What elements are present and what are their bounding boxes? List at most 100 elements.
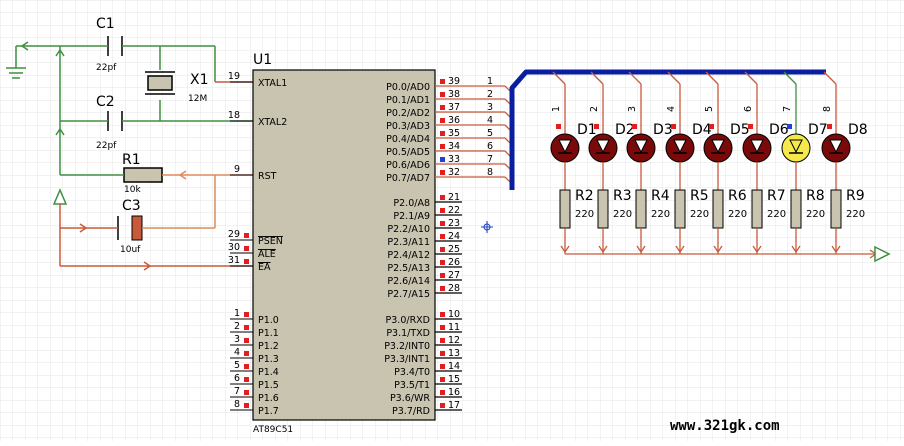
mcu-chip[interactable]: U1 AT89C51 19XTAL118XTAL29RST29PSEN30ALE… — [228, 52, 462, 435]
cursor-crosshair-icon — [481, 221, 493, 233]
r1-ref: R1 — [122, 152, 141, 168]
led-ref-label: D8 — [848, 122, 868, 138]
pin-state-marker — [440, 351, 445, 356]
oscillator-circuit — [6, 36, 253, 271]
led-d6[interactable]: 6D6 — [742, 71, 789, 190]
pin-state-marker — [440, 131, 445, 136]
pin-number: 38 — [448, 89, 460, 100]
bus-net-label: 6 — [487, 141, 493, 152]
pin-number: 17 — [448, 400, 460, 411]
diode-symbol-icon — [829, 139, 843, 154]
led-net-label: 1 — [551, 106, 562, 112]
pin-number: 18 — [228, 110, 240, 121]
led-ref-label: D2 — [615, 122, 635, 138]
chip-pin-left-p13[interactable]: 4P1.3 — [230, 347, 279, 365]
led-net-label: 6 — [743, 106, 754, 112]
chip-body[interactable] — [252, 69, 436, 421]
led-ref-label: D3 — [653, 122, 673, 138]
resistor-body — [674, 189, 686, 229]
pin-state-marker — [440, 312, 445, 317]
diode-symbol-icon — [711, 139, 725, 154]
pin-state-marker — [244, 403, 249, 408]
pin-state-marker — [556, 124, 561, 129]
pin-name: P0.1/AD1 — [386, 95, 430, 106]
bus-line[interactable] — [509, 69, 826, 190]
pin-state-marker — [440, 260, 445, 265]
pin-state-marker — [748, 124, 753, 129]
led-d2[interactable]: 2D2 — [588, 71, 635, 190]
chip-pin-left-p12[interactable]: 3P1.2 — [230, 334, 279, 352]
pin-state-marker — [244, 390, 249, 395]
led-d3[interactable]: 3D3 — [626, 71, 673, 190]
led-d5[interactable]: 5D5 — [703, 71, 750, 190]
pin-state-marker — [594, 124, 599, 129]
chip-pin-left-p17[interactable]: 8P1.7 — [230, 399, 279, 417]
led-d4[interactable]: 4D4 — [665, 71, 712, 190]
pin-state-marker — [244, 259, 249, 264]
diode-symbol-icon — [789, 139, 803, 154]
pin-number: 3 — [234, 334, 240, 345]
chip-pin-left-p15[interactable]: 6P1.5 — [230, 373, 279, 391]
resistor-value-label: 220 — [846, 209, 865, 220]
chip-pin-left-p16[interactable]: 7P1.6 — [230, 386, 279, 404]
pin-name: P1.0 — [258, 315, 279, 326]
chip-pin-left-p14[interactable]: 5P1.4 — [230, 360, 279, 378]
pin-number: 10 — [448, 309, 460, 320]
resistor-body — [751, 189, 763, 229]
pin-state-marker — [440, 157, 445, 162]
led-d8[interactable]: 8D8 — [821, 71, 868, 190]
pin-name: P3.5/T1 — [394, 380, 430, 391]
resistor-body — [597, 189, 609, 229]
led-bus-entry — [590, 71, 604, 85]
led-d7[interactable]: 7D7 — [781, 71, 828, 190]
pin-number: 19 — [228, 71, 240, 82]
pin-number: 8 — [234, 399, 240, 410]
led-d1[interactable]: 1D1 — [550, 71, 597, 190]
pin-name: EA — [258, 262, 271, 273]
chip-pin-left-p10[interactable]: 1P1.0 — [230, 308, 279, 326]
pin-number: 23 — [448, 218, 460, 229]
pin-state-marker — [827, 124, 832, 129]
chip-pin-left-p11[interactable]: 2P1.1 — [230, 321, 279, 339]
